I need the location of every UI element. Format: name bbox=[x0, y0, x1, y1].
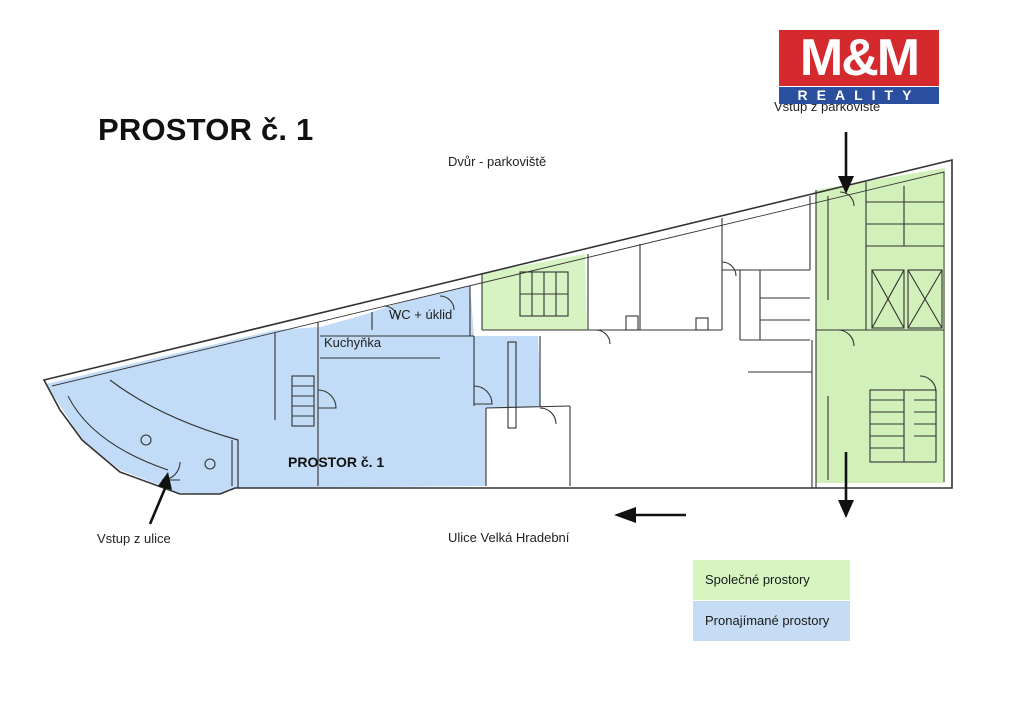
curved-front-wall-outer bbox=[67, 395, 169, 471]
building-outline bbox=[42, 158, 953, 495]
logo-bottom: REALITY bbox=[779, 87, 939, 104]
legend-rented: Pronajímané prostory bbox=[693, 601, 850, 641]
mm-reality-logo: M&M REALITY bbox=[779, 30, 939, 104]
curved-front-wall bbox=[109, 379, 239, 488]
common-area-east bbox=[816, 168, 945, 483]
kitchen-label: Kuchyňka bbox=[324, 335, 382, 350]
courtyard-label: Dvůr - parkoviště bbox=[448, 154, 547, 169]
wc-label: WC + úklid bbox=[389, 307, 453, 322]
street-label: Ulice Velká Hradební bbox=[448, 530, 570, 545]
legend-common-label: Společné prostory bbox=[705, 572, 810, 587]
logo-top: M&M bbox=[779, 30, 939, 86]
page-title: PROSTOR č. 1 bbox=[98, 112, 314, 147]
legend-common: Společné prostory bbox=[693, 560, 850, 600]
outer-wall-inner-line bbox=[51, 171, 945, 482]
common-area-stair bbox=[482, 254, 587, 330]
street-entrance-arrow bbox=[148, 485, 168, 525]
rented-area bbox=[46, 285, 541, 494]
prostor-label: PROSTOR č. 1 bbox=[288, 454, 385, 470]
street-entrance-label: Vstup z ulice bbox=[97, 531, 171, 546]
legend-rented-label: Pronajímané prostory bbox=[705, 613, 830, 628]
